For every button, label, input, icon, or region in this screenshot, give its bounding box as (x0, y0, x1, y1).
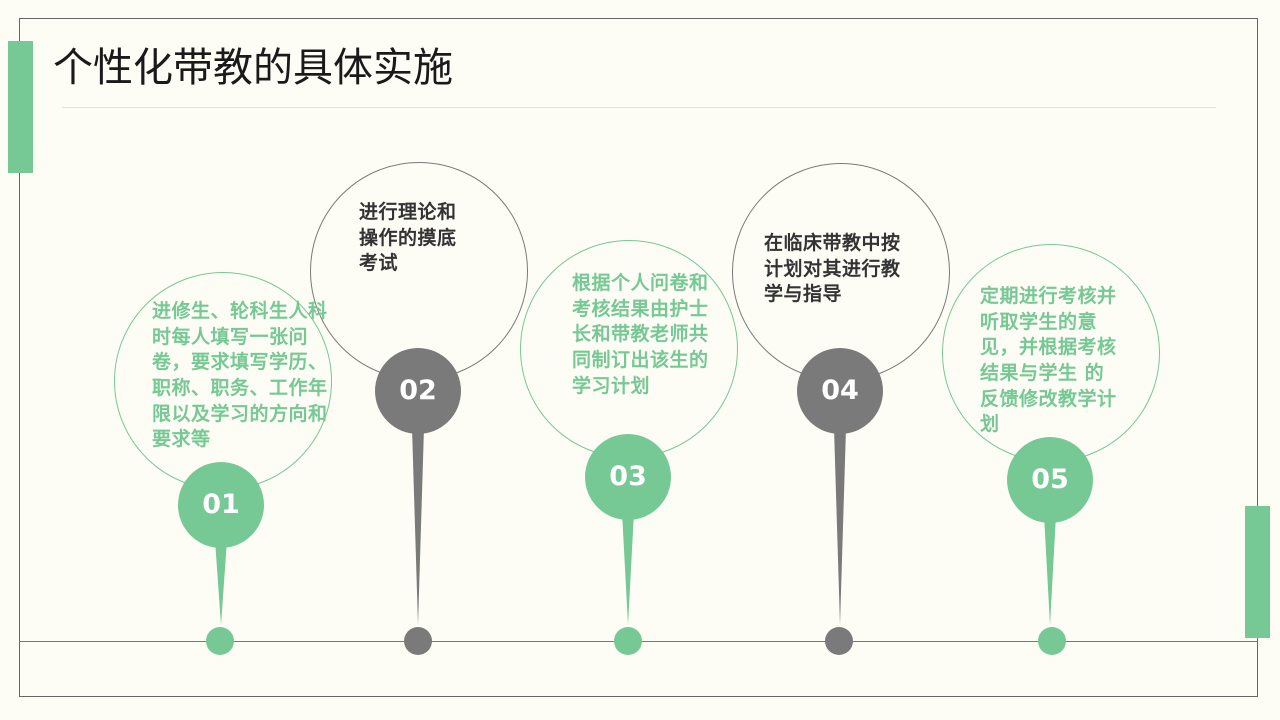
step-5-stem (1044, 515, 1056, 625)
step-5-text: 定期进行考核并听取学生的意见，并根据考核结果与学生 的反馈修改教学计划 (980, 285, 1117, 436)
step-3-badge: 03 (585, 434, 671, 520)
step-2-text: 进行理论和操作的摸底考试 (359, 201, 457, 275)
step-3-dot (614, 627, 642, 655)
step-4-text: 在临床带教中按计划对其进行教学与指导 (764, 232, 901, 306)
left-accent-bar (8, 41, 33, 173)
right-accent-bar (1245, 506, 1270, 638)
step-5-badge: 05 (1007, 437, 1093, 523)
step-5-dot (1038, 627, 1066, 655)
step-3-text: 根据个人问卷和考核结果由护士长和带教老师共同制订出该生的学习计划 (572, 272, 709, 397)
step-3-stem (622, 512, 634, 625)
step-4-stem (834, 428, 846, 625)
step-1-stem (215, 540, 227, 625)
slide-frame (19, 18, 1258, 697)
title-divider (62, 107, 1216, 108)
step-2-badge: 02 (375, 348, 461, 434)
step-1-badge: 01 (178, 462, 264, 548)
slide-title: 个性化带教的具体实施 (53, 45, 453, 91)
step-2-stem (412, 428, 424, 625)
step-1-dot (206, 627, 234, 655)
step-4-badge: 04 (797, 348, 883, 434)
step-4-dot (825, 627, 853, 655)
step-1-text: 进修生、轮科生人科时每人填写一张问卷，要求填写学历、 职称、职务、工作年限以及学… (152, 300, 328, 451)
step-2-dot (404, 627, 432, 655)
